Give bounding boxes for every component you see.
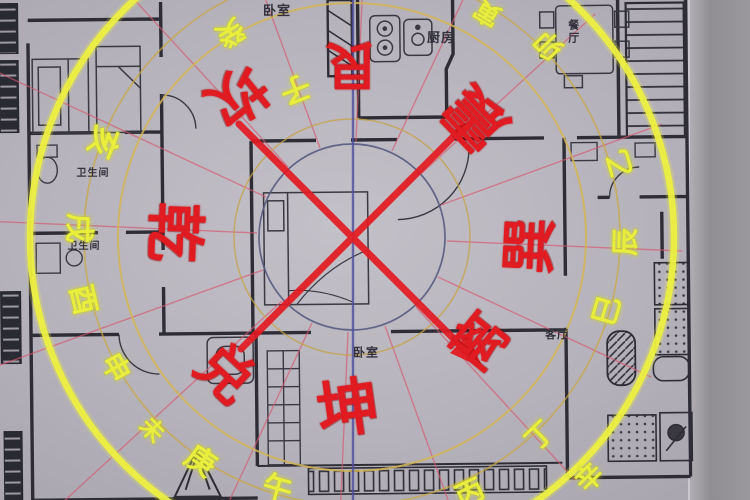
plant	[173, 447, 223, 498]
floor-lamp	[606, 330, 637, 387]
arrow-head	[450, 335, 483, 368]
bathroom-fixtures	[35, 144, 83, 275]
floorplan-linework	[0, 0, 694, 500]
gold-circle-mid-2	[83, 0, 621, 500]
outer-yellow-circle	[26, 0, 678, 500]
center-cross	[235, 120, 468, 353]
tv-cabinet	[659, 411, 694, 462]
dining-table-set	[538, 4, 630, 89]
duct-hatch	[326, 0, 354, 78]
bed-top-left	[95, 45, 142, 134]
closet	[266, 349, 302, 466]
bed-center	[262, 191, 370, 306]
sector-spokes	[0, 0, 683, 500]
radiator-bars	[0, 2, 24, 500]
kitchen-sink	[403, 18, 433, 57]
door-arcs	[118, 94, 640, 375]
cabinets	[570, 141, 656, 162]
balcony-railing	[307, 465, 548, 496]
stove	[368, 14, 401, 63]
